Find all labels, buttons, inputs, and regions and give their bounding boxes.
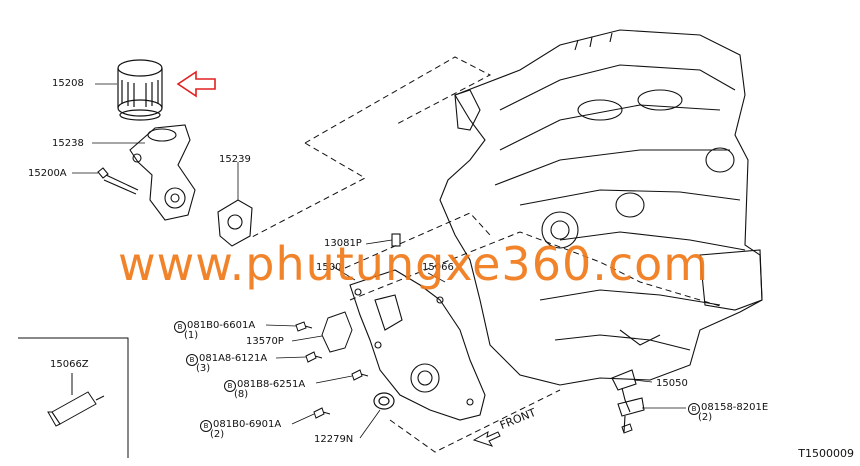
oil-seal-12279N	[373, 392, 395, 410]
dashed-outline-top	[304, 56, 492, 144]
callout-text: 08158-8201E	[701, 402, 769, 413]
leader-lines	[72, 83, 686, 439]
filter-bracket-15238	[129, 124, 196, 221]
bolt-marker-icon: B	[174, 321, 186, 333]
dashed-outline-cover	[349, 231, 721, 307]
bolt-marker-icon: B	[186, 354, 198, 366]
qty-2: (2)	[698, 412, 713, 423]
oil-filter-15208	[117, 59, 163, 121]
small-bolts	[295, 321, 633, 434]
dashed-outline-bottom	[389, 389, 561, 453]
callout-15238: 15238	[52, 138, 84, 149]
sealant-tube	[51, 391, 97, 425]
qty-3: (3)	[196, 363, 211, 374]
callout-15239: 15239	[219, 154, 251, 165]
bolt-marker-icon: B	[224, 380, 236, 392]
diagram-code: T1500009	[798, 447, 854, 460]
sealant-inset-box	[18, 337, 129, 458]
qty-2: (2)	[210, 429, 225, 440]
callout-12279N: 12279N	[314, 434, 354, 445]
engine-block	[439, 29, 763, 386]
front-arrow-icon	[472, 431, 501, 447]
callout-15208: 15208	[52, 78, 84, 89]
callout-15050: 15050	[656, 378, 688, 389]
bolt-15200A	[97, 167, 139, 195]
bolt-marker-icon: B	[200, 420, 212, 432]
strainer-15050	[611, 369, 645, 433]
front-cover	[349, 269, 486, 421]
callout-15066Z: 15066Z	[50, 359, 89, 370]
callout-1500: 1500	[316, 262, 342, 273]
callout-15066: 15066	[422, 262, 454, 273]
callout-13570P: 13570P	[246, 336, 284, 347]
callout-text: 081B0-6601A	[187, 320, 256, 331]
gasket-13570P	[321, 311, 353, 353]
watermark-text: www.phutungxe360.com	[118, 237, 710, 291]
callout-text: 081B8-6251A	[237, 379, 306, 390]
bolt-marker-icon: B	[688, 403, 700, 415]
callout-text: 081B0-6901A	[213, 419, 282, 430]
callout-13081P: 13081P	[324, 238, 362, 249]
callout-15200A: 15200A	[28, 168, 67, 179]
callout-text: 081A8-6121A	[199, 353, 268, 364]
qty-1: (1)	[184, 330, 199, 341]
red-pointer-arrow	[176, 70, 216, 98]
qty-8: (8)	[234, 389, 249, 400]
dashed-outline-filter	[249, 142, 367, 239]
dashed-outline-mid	[344, 212, 491, 269]
